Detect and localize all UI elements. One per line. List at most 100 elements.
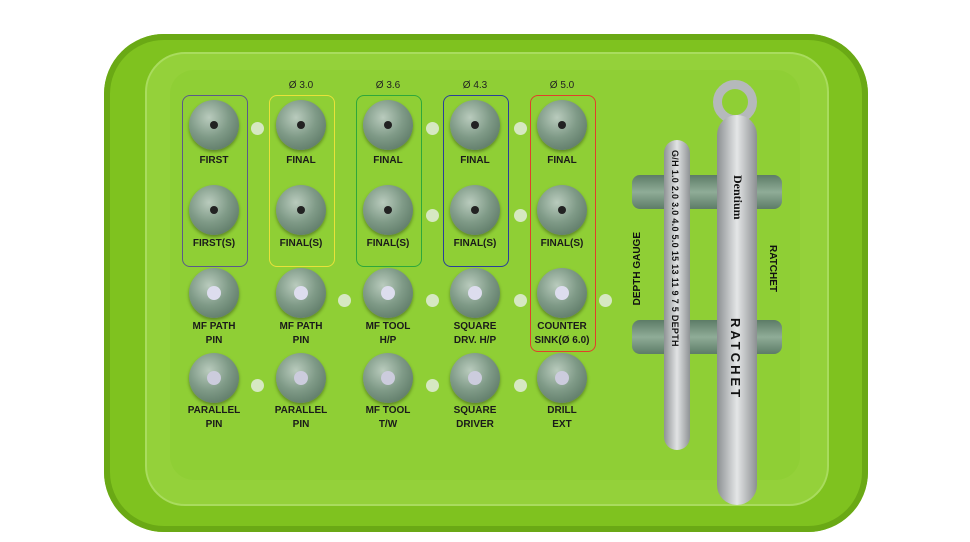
drain-hole bbox=[426, 209, 439, 222]
instrument-label-line: FINAL(S) bbox=[540, 238, 584, 249]
instrument-label: MF TOOL T/W bbox=[345, 404, 431, 432]
socket-hole-icon bbox=[558, 206, 566, 214]
instrument-label-line: PARALLEL bbox=[274, 405, 328, 416]
instrument-label-line: PARALLEL bbox=[187, 405, 241, 416]
group-box-5 bbox=[530, 95, 596, 352]
instrument-socket[interactable] bbox=[537, 185, 587, 235]
instrument-label-line: DRILL bbox=[547, 405, 577, 416]
instrument-label-line: EXT bbox=[552, 419, 572, 430]
socket-hole-icon bbox=[468, 371, 482, 385]
drain-hole bbox=[514, 209, 527, 222]
instrument-socket[interactable] bbox=[450, 268, 500, 318]
instrument-socket[interactable] bbox=[276, 100, 326, 150]
diameter-label: Ø 5.0 bbox=[549, 80, 575, 91]
instrument-label-line: FINAL bbox=[373, 155, 403, 166]
instrument-socket[interactable] bbox=[363, 353, 413, 403]
drain-hole bbox=[426, 122, 439, 135]
drain-hole bbox=[514, 379, 527, 392]
socket-hole-icon bbox=[384, 121, 392, 129]
socket-hole-icon bbox=[468, 286, 482, 300]
instrument-label: FINAL(S) bbox=[345, 237, 431, 251]
instrument-label-line: PIN bbox=[292, 419, 310, 430]
socket-hole-icon bbox=[555, 286, 569, 300]
socket-hole-icon bbox=[558, 121, 566, 129]
socket-hole-icon bbox=[297, 206, 305, 214]
instrument-label-line: T/W bbox=[378, 419, 398, 430]
instrument-socket[interactable] bbox=[537, 268, 587, 318]
socket-hole-icon bbox=[210, 121, 218, 129]
instrument-socket[interactable] bbox=[363, 185, 413, 235]
instrument-socket[interactable] bbox=[450, 185, 500, 235]
instrument-label-line: MF TOOL bbox=[365, 405, 411, 416]
instrument-label-line: DRV. H/P bbox=[453, 335, 497, 346]
socket-hole-icon bbox=[381, 371, 395, 385]
depth-gauge-tool[interactable] bbox=[664, 140, 690, 450]
instrument-label-line: COUNTER bbox=[537, 321, 587, 332]
instrument-label-line: FINAL(S) bbox=[366, 238, 410, 249]
tool-holder-bar-bottom bbox=[632, 320, 782, 354]
socket-hole-icon bbox=[471, 206, 479, 214]
socket-hole-icon bbox=[207, 371, 221, 385]
instrument-label-line: FINAL bbox=[460, 155, 490, 166]
depth-gauge-label: DEPTH GAUGE bbox=[632, 232, 643, 306]
instrument-label-line: MF TOOL bbox=[365, 321, 411, 332]
instrument-label: MF TOOL H/P bbox=[345, 320, 431, 348]
instrument-socket[interactable] bbox=[276, 185, 326, 235]
instrument-label-line: MF PATH bbox=[192, 321, 236, 332]
depth-gauge-marking: G/H 1.0 2.0 3.0 4.0 5.0 15 13 11 9 7 5 D… bbox=[670, 150, 680, 347]
instrument-socket[interactable] bbox=[363, 100, 413, 150]
instrument-label: FINAL(S) bbox=[258, 237, 344, 251]
diameter-label: Ø 3.6 bbox=[375, 80, 401, 91]
instrument-socket[interactable] bbox=[537, 100, 587, 150]
group-box-1 bbox=[182, 95, 248, 267]
instrument-label-line: H/P bbox=[379, 335, 397, 346]
socket-hole-icon bbox=[471, 121, 479, 129]
instrument-label: FINAL bbox=[345, 154, 431, 168]
instrument-label-line: FINAL bbox=[286, 155, 316, 166]
instrument-label: FINAL bbox=[432, 154, 518, 168]
ratchet-tool[interactable] bbox=[717, 115, 757, 505]
instrument-socket[interactable] bbox=[189, 353, 239, 403]
drain-hole bbox=[426, 379, 439, 392]
diameter-label: Ø 4.3 bbox=[462, 80, 488, 91]
instrument-label-line: SQUARE bbox=[453, 405, 497, 416]
instrument-label: FINAL(S) bbox=[519, 237, 605, 251]
socket-hole-icon bbox=[555, 371, 569, 385]
instrument-label-line: FIRST bbox=[199, 155, 229, 166]
instrument-socket[interactable] bbox=[189, 185, 239, 235]
group-box-3 bbox=[356, 95, 422, 267]
instrument-label: FIRST bbox=[171, 154, 257, 168]
tool-holder-bar-top bbox=[632, 175, 782, 209]
socket-hole-icon bbox=[297, 121, 305, 129]
drain-hole bbox=[599, 294, 612, 307]
instrument-label-line: FINAL bbox=[547, 155, 577, 166]
instrument-label-line: FIRST(S) bbox=[192, 238, 236, 249]
instrument-label-line: FINAL(S) bbox=[279, 238, 323, 249]
drain-hole bbox=[251, 122, 264, 135]
instrument-socket[interactable] bbox=[450, 353, 500, 403]
instrument-label-line: FINAL(S) bbox=[453, 238, 497, 249]
ratchet-label: RATCHET bbox=[767, 245, 778, 293]
instrument-socket[interactable] bbox=[363, 268, 413, 318]
diameter-label: Ø 3.0 bbox=[288, 80, 314, 91]
group-box-2 bbox=[269, 95, 335, 267]
instrument-socket[interactable] bbox=[276, 353, 326, 403]
socket-hole-icon bbox=[381, 286, 395, 300]
instrument-label-line: PIN bbox=[292, 335, 310, 346]
instrument-socket[interactable] bbox=[189, 100, 239, 150]
instrument-socket[interactable] bbox=[189, 268, 239, 318]
socket-hole-icon bbox=[294, 371, 308, 385]
instrument-socket[interactable] bbox=[537, 353, 587, 403]
instrument-label: FINAL(S) bbox=[432, 237, 518, 251]
instrument-socket[interactable] bbox=[276, 268, 326, 318]
instrument-socket[interactable] bbox=[450, 100, 500, 150]
instrument-label: FINAL bbox=[258, 154, 344, 168]
instrument-label-line: SINK(Ø 6.0) bbox=[534, 335, 590, 346]
instrument-label: SQUARE DRV. H/P bbox=[432, 320, 518, 348]
drain-hole bbox=[426, 294, 439, 307]
instrument-label-line: SQUARE bbox=[453, 321, 497, 332]
